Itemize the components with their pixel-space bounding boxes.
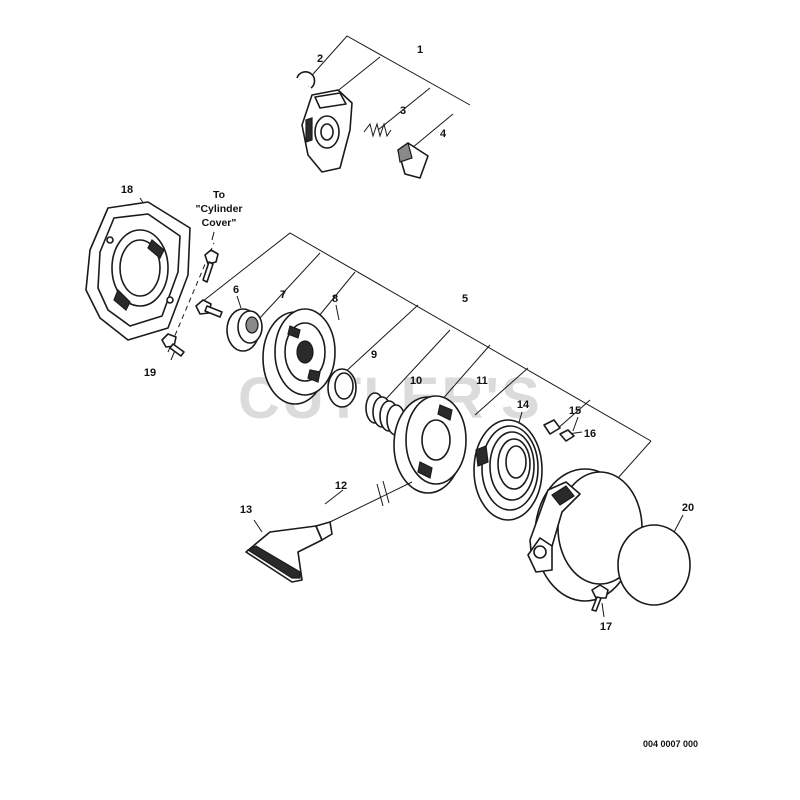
note-line-1: To	[213, 189, 225, 201]
callout-17: 17	[600, 621, 612, 633]
callout-12: 12	[335, 480, 347, 492]
callout-16: 16	[584, 428, 596, 440]
part-11-spring-housing	[393, 395, 467, 494]
callout-4: 4	[440, 128, 447, 140]
part-3-spring	[363, 122, 392, 138]
part-16-screw	[559, 429, 575, 442]
bolt-upper	[202, 249, 219, 283]
callout-14: 14	[517, 399, 530, 411]
part-9-ring	[327, 368, 357, 408]
callout-11: 11	[476, 375, 488, 387]
part-2-circlip	[296, 71, 316, 89]
callout-15: 15	[569, 405, 581, 417]
callout-20: 20	[682, 502, 694, 514]
part-4-pawl	[397, 142, 429, 179]
part-13-handle	[245, 521, 333, 583]
callouts: 1 2 3 4 5 6 7 8 9 10 11 12 13 14 15 16 1…	[121, 44, 694, 633]
part-8-rope-pulley	[262, 308, 336, 405]
part-19-bolt	[161, 333, 185, 357]
note-line-3: Cover"	[202, 217, 237, 229]
drawing-id: 004 0007 000	[643, 739, 698, 749]
callout-6: 6	[233, 284, 239, 296]
part-18-fan-housing	[85, 201, 191, 341]
callout-10: 10	[410, 375, 422, 387]
part-20-ring	[617, 524, 691, 606]
note-to-cylinder-cover: To "Cylinder Cover"	[196, 189, 243, 229]
part-17-screw	[591, 584, 609, 612]
note-line-2: "Cylinder	[196, 203, 243, 215]
callout-7: 7	[280, 289, 286, 301]
callout-13: 13	[240, 504, 252, 516]
callout-1: 1	[417, 44, 423, 56]
callout-19: 19	[144, 367, 156, 379]
callout-3: 3	[400, 105, 406, 117]
part-12-rope	[329, 480, 413, 523]
part-14-recoil-spring	[473, 419, 543, 521]
part-15-pin	[543, 419, 561, 435]
callout-2: 2	[317, 53, 323, 65]
callout-8: 8	[332, 293, 338, 305]
part-1-pawl-carrier	[301, 89, 353, 173]
part-6-bolt	[195, 299, 223, 318]
callout-9: 9	[371, 349, 377, 361]
callout-5: 5	[462, 293, 468, 305]
part-10-spring	[365, 392, 406, 436]
callout-18: 18	[121, 184, 133, 196]
part-7-hub	[226, 308, 263, 352]
